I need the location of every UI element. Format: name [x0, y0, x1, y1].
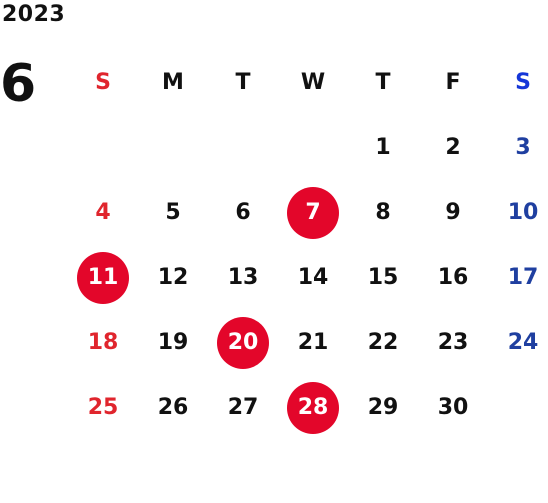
day-cell: 17	[488, 245, 548, 310]
day-cell: 18	[68, 310, 138, 375]
year-label: 2023	[2, 2, 66, 27]
day-cell	[278, 115, 348, 180]
day-number	[287, 122, 339, 174]
day-cell: 24	[488, 310, 548, 375]
day-cell: 27	[208, 375, 278, 440]
weekday-monday: M	[162, 70, 184, 95]
weekday-saturday: S	[515, 70, 531, 95]
weekday-wednesday: W	[300, 70, 326, 95]
day-number: 1	[375, 135, 391, 160]
day-number: 16	[437, 265, 469, 290]
day-cell: 2	[418, 115, 488, 180]
day-cell: 12	[138, 245, 208, 310]
day-number: 21	[297, 330, 329, 355]
day-number: 8	[375, 200, 391, 225]
day-cell: 22	[348, 310, 418, 375]
day-number: 23	[437, 330, 469, 355]
day-number: 12	[157, 265, 189, 290]
day-number: 5	[165, 200, 181, 225]
day-number: 13	[227, 265, 259, 290]
day-number: 26	[157, 395, 189, 420]
day-cell: 13	[208, 245, 278, 310]
day-cell	[488, 375, 548, 440]
day-number: 27	[227, 395, 259, 420]
day-cell: 16	[418, 245, 488, 310]
day-cell: 26	[138, 375, 208, 440]
day-cell	[138, 115, 208, 180]
day-number: 24	[507, 330, 539, 355]
day-cell: 10	[488, 180, 548, 245]
day-number: 29	[367, 395, 399, 420]
day-cell: 21	[278, 310, 348, 375]
day-number: 2	[445, 135, 461, 160]
day-cell: 30	[418, 375, 488, 440]
day-number: 14	[297, 265, 329, 290]
day-cell: 25	[68, 375, 138, 440]
day-cell: 15	[348, 245, 418, 310]
month-label: 6	[0, 54, 37, 114]
day-cell-highlighted: 11	[68, 245, 138, 310]
day-number: 18	[87, 330, 119, 355]
day-cell: 14	[278, 245, 348, 310]
day-cell: 19	[138, 310, 208, 375]
calendar-grid: S M T W T F S 1 2 3 4 5 6 7 8 9 10 11 12…	[68, 50, 548, 440]
day-number: 30	[437, 395, 469, 420]
day-cell: 9	[418, 180, 488, 245]
day-number: 3	[515, 135, 531, 160]
day-number	[497, 382, 548, 434]
day-number	[147, 122, 199, 174]
weekday-sunday: S	[95, 70, 111, 95]
day-number: 22	[367, 330, 399, 355]
day-number: 9	[445, 200, 461, 225]
day-cell: 29	[348, 375, 418, 440]
day-number: 15	[367, 265, 399, 290]
day-number: 4	[95, 200, 111, 225]
day-cell: 23	[418, 310, 488, 375]
day-number: 11	[77, 251, 129, 304]
day-number: 25	[87, 395, 119, 420]
weekday-friday: F	[445, 70, 461, 95]
day-number: 10	[507, 200, 539, 225]
day-cell: 5	[138, 180, 208, 245]
day-number: 6	[235, 200, 251, 225]
day-cell: 8	[348, 180, 418, 245]
day-number: 28	[287, 381, 339, 434]
day-cell: 1	[348, 115, 418, 180]
day-number	[77, 122, 129, 174]
day-number	[217, 122, 269, 174]
weekday-tuesday: T	[235, 70, 251, 95]
day-cell-highlighted: 28	[278, 375, 348, 440]
day-cell: 3	[488, 115, 548, 180]
day-number: 20	[217, 316, 269, 369]
day-cell	[68, 115, 138, 180]
day-number: 7	[287, 186, 339, 239]
day-cell: 6	[208, 180, 278, 245]
day-cell: 4	[68, 180, 138, 245]
day-cell	[208, 115, 278, 180]
day-number: 19	[157, 330, 189, 355]
day-cell-highlighted: 7	[278, 180, 348, 245]
weekday-thursday: T	[375, 70, 391, 95]
day-number: 17	[507, 265, 539, 290]
day-cell-highlighted: 20	[208, 310, 278, 375]
